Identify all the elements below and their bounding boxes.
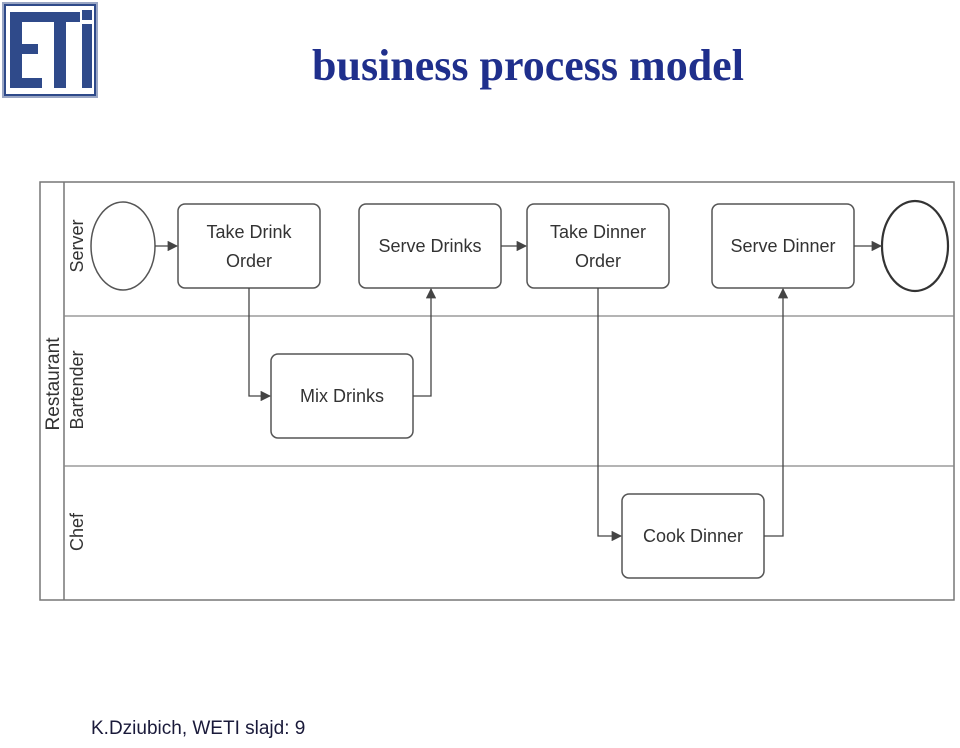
task-take-drink-order — [177, 203, 321, 289]
task-label: Take Dinner — [550, 222, 646, 242]
start-event — [90, 201, 156, 291]
task-label: Take Drink — [206, 222, 292, 242]
lane-label-bartender: Bartender — [67, 350, 87, 429]
flow-take-drink-to-mix — [248, 288, 272, 402]
flow-mix-to-serve-drinks — [413, 287, 437, 397]
eti-logo — [2, 2, 98, 98]
flow-take-dinner-to-cook — [597, 288, 623, 542]
pool-frame — [39, 181, 955, 601]
flow-cook-to-serve-dinner — [764, 287, 789, 537]
task-label: Cook Dinner — [643, 526, 743, 546]
task-take-dinner-order — [526, 203, 670, 289]
slide-footer: K.Dziubich, WETI slajd: 9 — [91, 718, 306, 739]
slide-title: business process model — [312, 41, 744, 90]
end-event — [880, 199, 950, 293]
task-label: Order — [226, 251, 272, 271]
lane-label-chef: Chef — [67, 512, 87, 551]
task-label: Serve Dinner — [730, 236, 835, 256]
lane-label-server: Server — [67, 219, 87, 272]
task-label: Mix Drinks — [300, 386, 384, 406]
task-label: Order — [575, 251, 621, 271]
pool-label: Restaurant — [43, 337, 64, 431]
task-label: Serve Drinks — [378, 236, 481, 256]
